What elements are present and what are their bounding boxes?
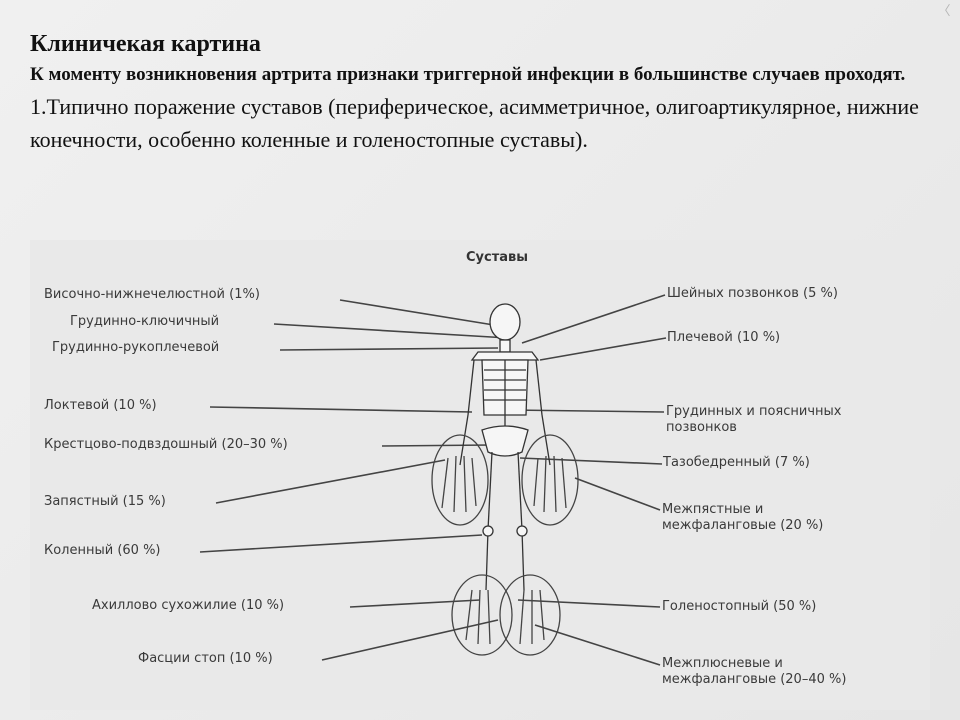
label-plantar-fascia: Фасции стоп (10 %) bbox=[138, 651, 273, 666]
magnified-feet bbox=[451, 574, 561, 656]
label-metacarpal-interphalangeal: Межпястные и межфаланговые (20 %) bbox=[662, 502, 824, 533]
slide-title: Клиничекая картина bbox=[30, 31, 261, 57]
label-wrist: Запястный (15 %) bbox=[44, 494, 166, 509]
magnified-hands bbox=[431, 434, 579, 526]
label-cervical-spine: Шейных позвонков (5 %) bbox=[667, 286, 838, 301]
label-temporomandibular: Височно-нижнечелюстной (1%) bbox=[44, 287, 260, 302]
label-metatarsal-interphalangeal: Межплюсневые и межфаланговые (20–40 %) bbox=[662, 656, 847, 687]
label-thoracolumbar-spine: Грудинных и поясничных позвонков bbox=[666, 404, 842, 435]
label-hip: Тазобедренный (7 %) bbox=[663, 455, 810, 470]
corner-decoration-icon: 〈 bbox=[937, 4, 951, 19]
label-achilles: Ахиллово сухожилие (10 %) bbox=[92, 598, 285, 613]
label-ankle: Голеностопный (50 %) bbox=[662, 599, 817, 614]
slide-subtitle: К моменту возникновения артрита признаки… bbox=[30, 64, 906, 85]
figure-title: Суставы bbox=[466, 250, 529, 265]
label-sternomanubrial: Грудинно-рукоплечевой bbox=[52, 340, 220, 355]
slide-body: 1.Типично поражение суставов (перифериче… bbox=[30, 94, 919, 152]
label-sternoclavicular: Грудинно-ключичный bbox=[70, 314, 220, 329]
text-block: Клиничекая картина К моменту возникновен… bbox=[30, 30, 930, 156]
label-sacroiliac: Крестцово-подвздошный (20–30 %) bbox=[44, 437, 288, 452]
label-knee: Коленный (60 %) bbox=[44, 543, 161, 558]
joints-figure: Суставы Височно-нижнечелюстной (1%) Груд… bbox=[30, 240, 930, 710]
skeleton bbox=[459, 303, 551, 591]
skeleton-diagram bbox=[199, 294, 667, 666]
label-shoulder: Плечевой (10 %) bbox=[667, 330, 781, 345]
leader-lines bbox=[199, 294, 667, 666]
label-elbow: Локтевой (10 %) bbox=[44, 398, 157, 413]
